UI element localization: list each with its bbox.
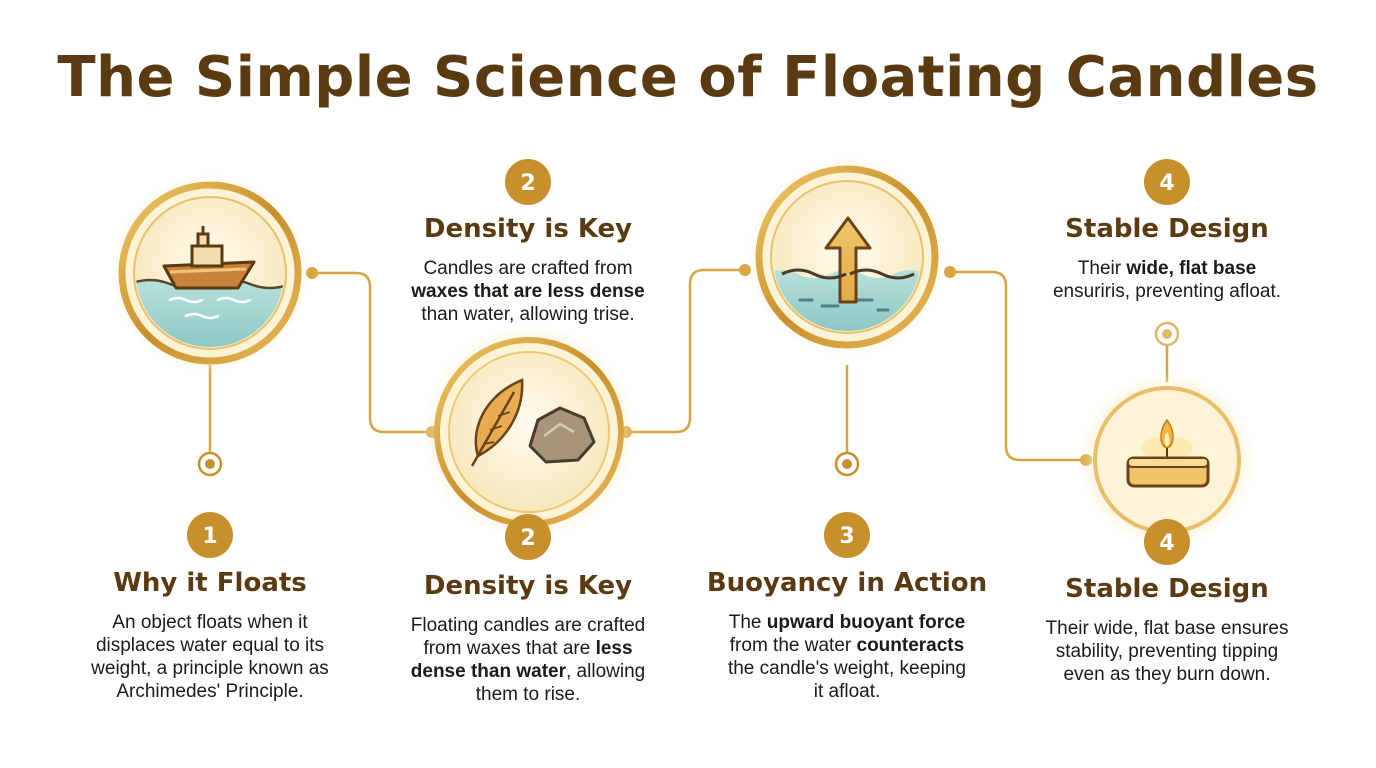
page-title: The Simple Science of Floating Candles [57, 45, 1319, 110]
text-run: than water, allowing trise. [421, 304, 635, 326]
bold-text-run: waxes that are less dense [411, 281, 645, 303]
text-run: even as they burn down. [1063, 664, 1271, 686]
description-line: than water, allowing trise. [378, 303, 678, 326]
text-run: An object floats when it [112, 612, 308, 634]
svg-text:2: 2 [520, 526, 535, 551]
step2-number-badge: 2 [505, 514, 551, 560]
step4-circle [1079, 372, 1255, 548]
description-line: from waxes that are less [378, 637, 678, 660]
text-run: it afloat. [813, 681, 881, 703]
bold-text-run: counteracts [856, 635, 965, 657]
connector-2-3 [626, 268, 745, 434]
description-line: The upward buoyant force [692, 611, 1002, 634]
description-line: dense than water, allowing [378, 660, 678, 683]
text-run: them to rise. [475, 684, 581, 706]
step3-text-block: Buoyancy in Action The upward buoyant fo… [692, 568, 1002, 703]
description-line: it afloat. [692, 680, 1002, 703]
bold-text-run: upward buoyant force [766, 612, 966, 634]
description-line: the candle's weight, keeping [692, 657, 1002, 680]
step4-number-badge: 4 [1144, 519, 1190, 565]
text-run: from the water [729, 635, 857, 657]
connector-3-4 [950, 270, 1086, 462]
step3-circle [747, 157, 947, 357]
description-line: even as they burn down. [1017, 663, 1317, 686]
description-line: stability, preventing tipping [1017, 640, 1317, 663]
step2-top-number-badge: 2 [505, 159, 551, 205]
step2-top-heading: Density is Key [423, 214, 633, 244]
step1-heading: Why it Floats [113, 568, 307, 598]
step1-number-badge: 1 [187, 512, 233, 558]
svg-text:1: 1 [202, 524, 217, 549]
text-run: from waxes that are [423, 638, 596, 660]
connector-end-markers [197, 321, 1180, 477]
step4-heading: Stable Design [1065, 574, 1269, 604]
text-run: Floating candles are crafted [410, 615, 646, 637]
connector-dot [944, 266, 956, 278]
description-line: Their wide, flat base [1017, 257, 1317, 280]
description-line: displaces water equal to its [60, 634, 360, 657]
connector-1-2 [312, 271, 432, 434]
step2-heading: Density is Key [423, 571, 633, 601]
text-run: The [728, 612, 767, 634]
step2-circle [421, 324, 637, 540]
description-line: Archimedes' Principle. [60, 680, 360, 703]
svg-text:2: 2 [520, 171, 535, 196]
end-marker [1154, 321, 1180, 347]
text-run: the candle's weight, keeping [727, 658, 967, 680]
floating-candle-icon [1126, 418, 1210, 488]
svg-text:3: 3 [839, 524, 854, 549]
description-line: weight, a principle known as [60, 657, 360, 680]
text-run: Candles are crafted from [423, 258, 633, 280]
step4-top-heading: Stable Design [1065, 214, 1269, 244]
text-run: ensuriris, preventing afloat. [1052, 281, 1282, 303]
step2-text-block: Density is Key Floating candles are craf… [378, 571, 678, 706]
description-line: them to rise. [378, 683, 678, 706]
text-run: , allowing [566, 661, 646, 683]
description-line: Floating candles are crafted [378, 614, 678, 637]
svg-text:4: 4 [1159, 531, 1174, 556]
bold-text-run: less [595, 638, 633, 660]
step1-circle [110, 173, 310, 373]
text-run: Archimedes' Principle. [116, 681, 304, 703]
step3-number-badge: 3 [824, 512, 870, 558]
description-line: An object floats when it [60, 611, 360, 634]
step4-text-block: Stable Design Their wide, flat base ensu… [1017, 574, 1317, 686]
step3-heading: Buoyancy in Action [706, 568, 988, 598]
number-badges: 1 2 2 3 4 4 [187, 159, 1190, 565]
svg-text:4: 4 [1159, 171, 1174, 196]
bold-text-run: dense than water [410, 661, 566, 683]
connector-lines [208, 268, 1169, 462]
bold-text-run: wide, flat base [1126, 258, 1257, 280]
description-line: from the water counteracts [692, 634, 1002, 657]
text-run: weight, a principle known as [91, 658, 329, 680]
text-run: Their [1077, 258, 1127, 280]
end-marker [197, 451, 223, 477]
end-marker [834, 451, 860, 477]
description-line: Their wide, flat base ensures [1017, 617, 1317, 640]
text-run: stability, preventing tipping [1055, 641, 1279, 663]
feather-and-rock-icon [470, 378, 596, 467]
description-line: waxes that are less dense [378, 280, 678, 303]
text-run: displaces water equal to its [95, 635, 325, 657]
step4-top-number-badge: 4 [1144, 159, 1190, 205]
text-run: Their wide, flat base ensures [1045, 618, 1289, 640]
description-line: ensuriris, preventing afloat. [1017, 280, 1317, 303]
description-line: Candles are crafted from [378, 257, 678, 280]
